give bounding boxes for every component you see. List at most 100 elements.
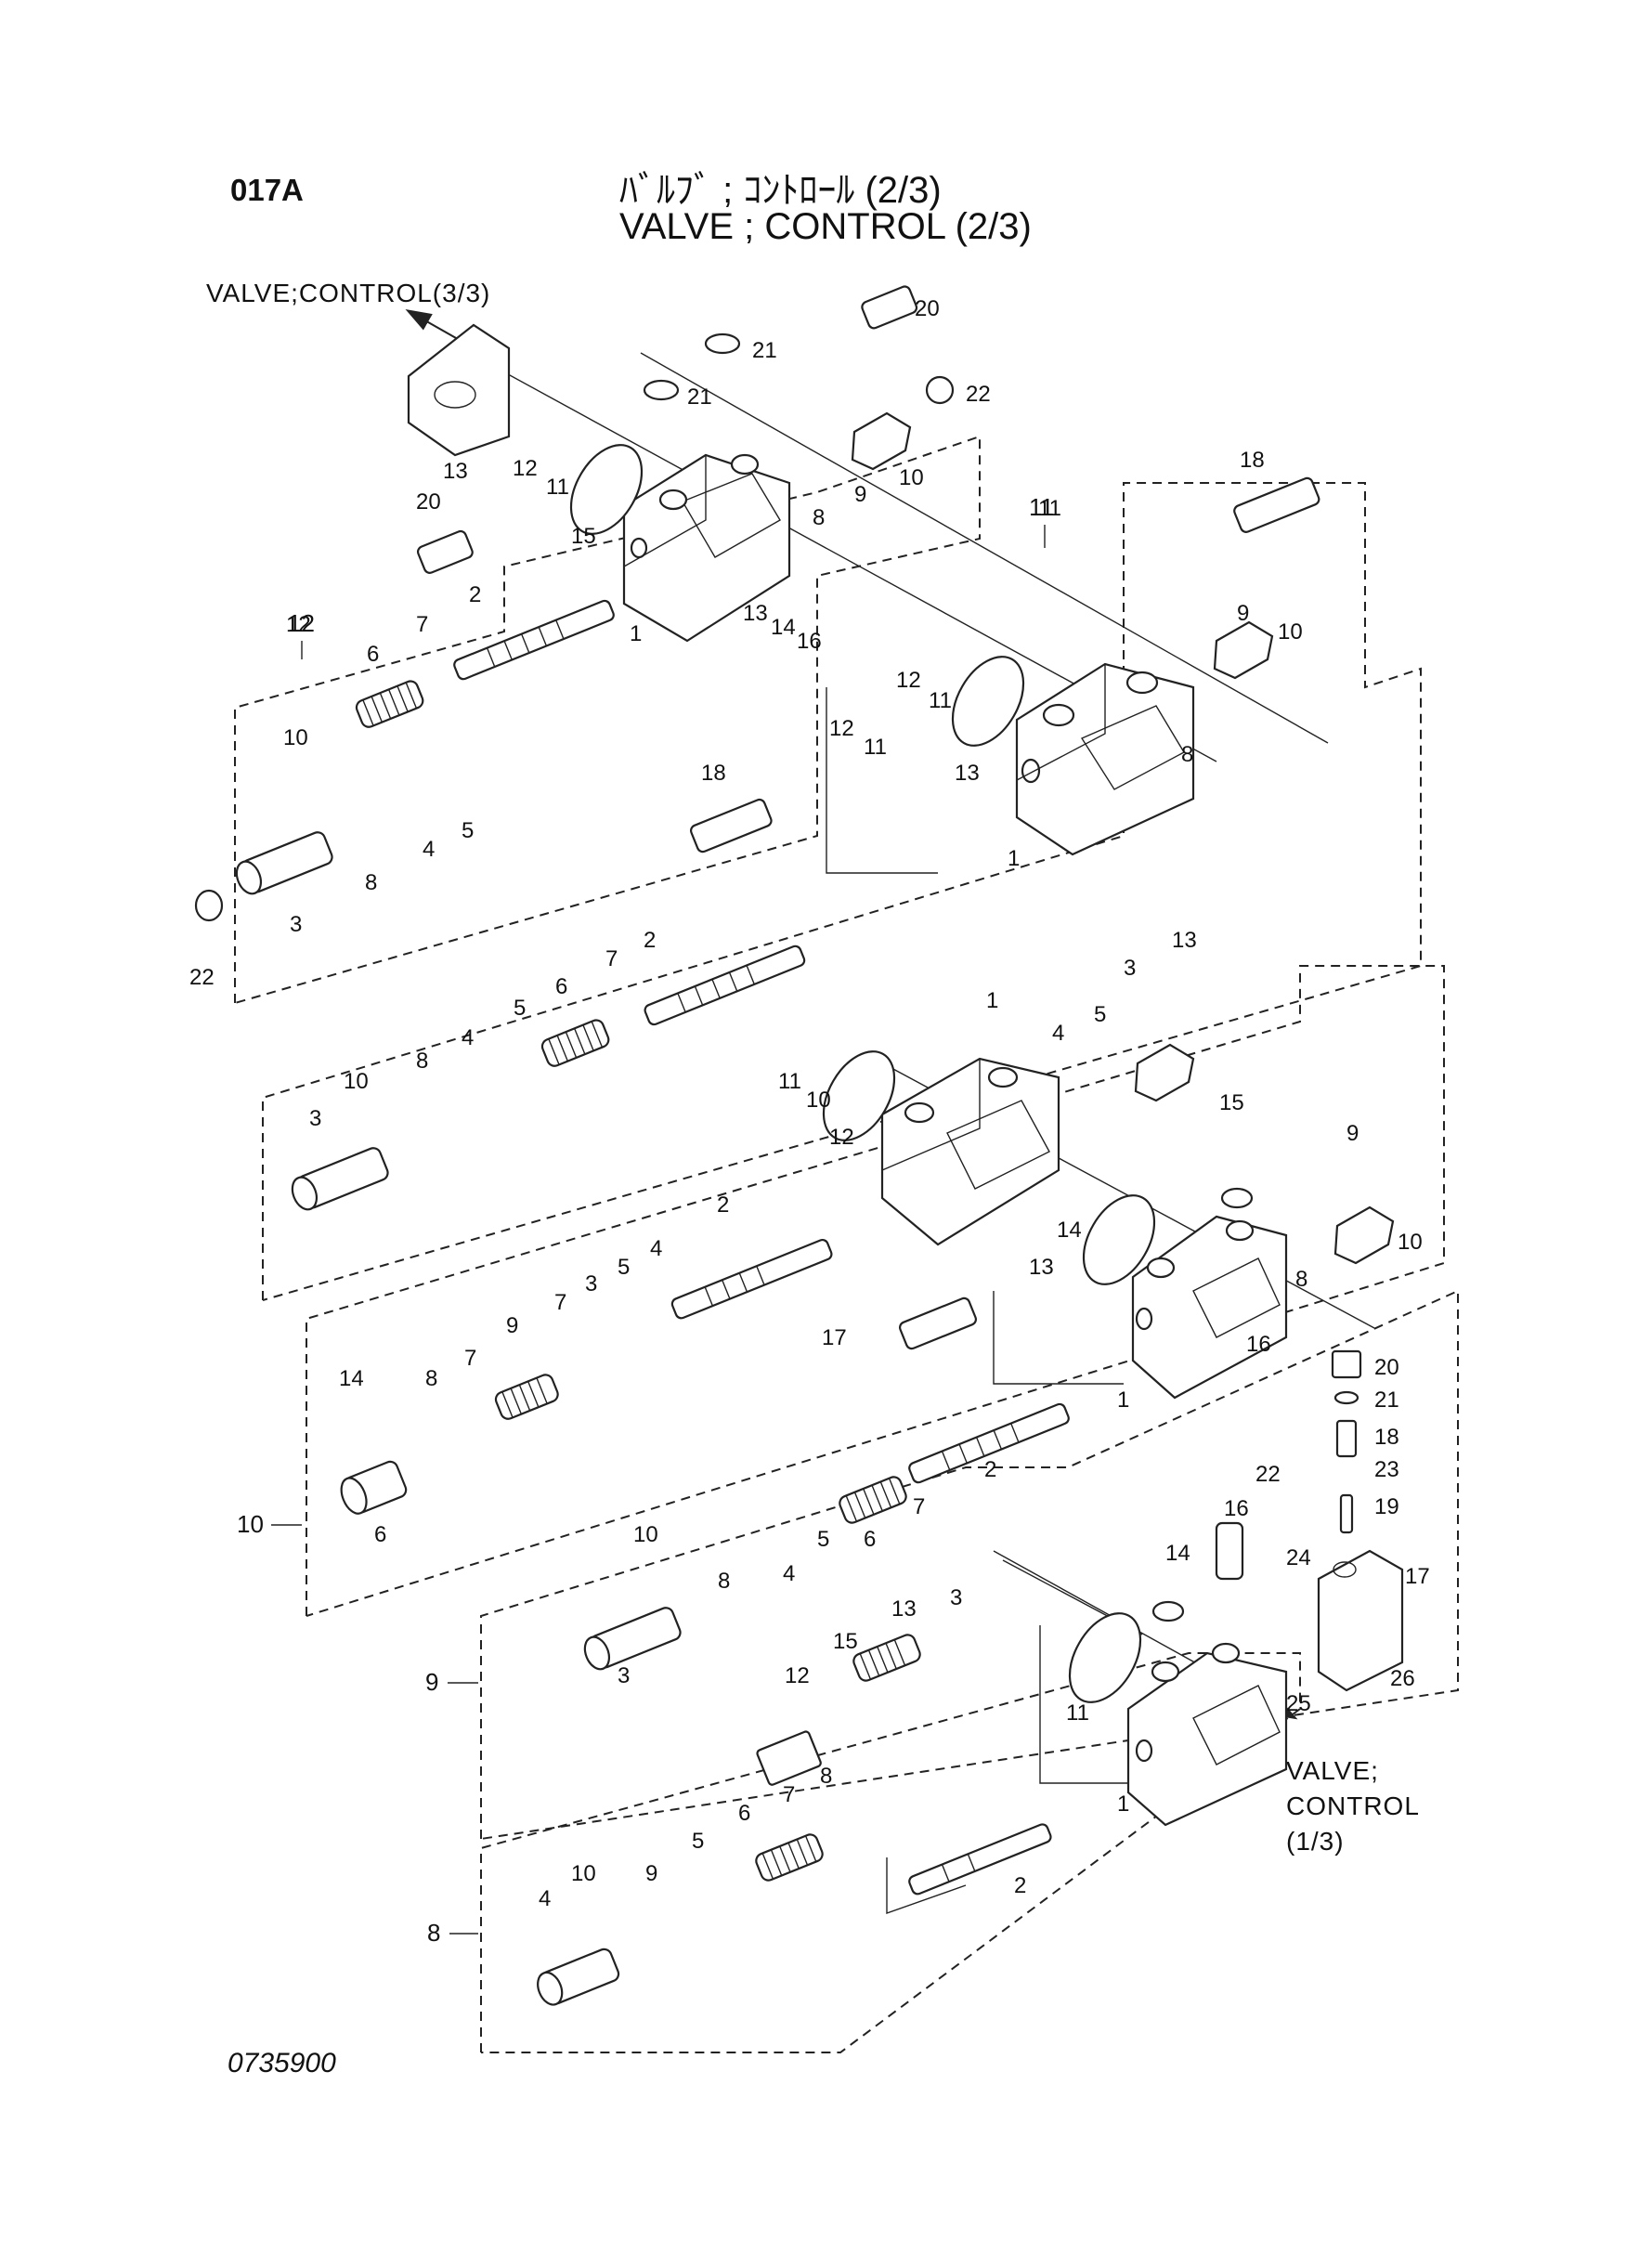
callout: 10 [1278,619,1303,645]
group-12-boundary [234,435,981,1004]
callout: 19 [1374,1494,1399,1519]
callout: 16 [1246,1332,1271,1357]
callout: 4 [539,1886,551,1911]
valve-body-mid-right [1131,1215,1288,1400]
callouts-group-8: 7 8 6 5 10 9 4 2 1 [539,1764,1129,1911]
callouts-top: 20 21 21 22 13 12 11 8 9 10 20 15 13 14 … [189,296,991,990]
callout: 8 [1181,742,1193,767]
poppet-18-right [1335,1419,1358,1458]
plug-21-b [643,379,680,401]
callout: 16 [1224,1496,1249,1521]
callout: 11 [1066,1700,1089,1726]
callout: 14 [771,615,796,640]
callout: 1 [630,621,642,646]
spools [453,599,1070,1896]
ring-21-right [1333,1390,1359,1405]
callout: 15 [833,1629,858,1654]
callout: 8 [820,1764,832,1789]
o-ring-middle [822,1050,896,1141]
callout: 22 [189,965,215,990]
callout: 26 [1390,1666,1415,1691]
callout: 17 [1405,1564,1430,1589]
callouts-group-9: 20 21 18 23 22 19 2 7 6 5 4 8 10 3 16 14… [618,1355,1430,1726]
callout: 12 [829,1125,854,1150]
callout: 8 [1295,1267,1307,1292]
callout: 9 [1346,1121,1359,1146]
callout: 4 [423,837,435,862]
valve-body-middle [880,1057,1060,1246]
callout: 10 [806,1088,831,1113]
drawing-number: 0735900 [228,2048,336,2078]
spool-group-11 [644,945,806,1026]
valve-body-upper-right [1015,662,1195,856]
callout: 14 [339,1366,364,1391]
callout: 3 [290,912,302,937]
plug-22-left [194,889,224,922]
cross-reference-bottom: VALVE; CONTROL (1/3) [1286,1753,1420,1859]
cross-reference-bottom-line3: (1/3) [1286,1827,1345,1856]
group-9-boundary [480,1289,1459,1840]
spool-group-8 [908,1823,1052,1896]
callout: 12 [896,668,921,693]
spring-group-8 [755,1833,824,1882]
cap-group-8 [537,1948,620,2006]
callout: 12 [286,612,311,637]
cap-group-11 [291,1147,389,1211]
valve-body-top [622,453,791,643]
group-label-10: 10 [237,1510,264,1538]
callout: 18 [1374,1425,1399,1450]
sensor-18-upper [1233,476,1320,533]
bracket-1 [826,687,938,874]
callout: 3 [1124,956,1136,981]
callout: 7 [416,612,428,637]
callout: 5 [618,1255,630,1280]
group-label-8: 8 [427,1919,440,1947]
plate-3-mid [1134,1043,1195,1102]
o-ring-mid-right [1082,1194,1156,1285]
o-ring-upper-right [951,656,1025,747]
callout: 10 [571,1861,596,1886]
plug-16-bottom [1215,1521,1244,1581]
callout: 2 [1014,1873,1026,1898]
callout: 4 [1052,1021,1064,1046]
sensor-18-lower [690,798,773,853]
spring-group-10 [494,1374,559,1420]
callout: 8 [365,870,377,895]
cross-reference-top: VALVE;CONTROL(3/3) [206,279,491,307]
o-ring-bottom [1068,1612,1142,1703]
group-number-labels: 12 11 10 9 8 [237,493,1054,1947]
callout: 8 [718,1569,730,1594]
callout: 11 [778,1069,801,1094]
callout: 5 [514,996,526,1021]
cross-reference-bottom-line2: CONTROL [1286,1791,1420,1820]
callout: 4 [783,1561,795,1586]
callout: 5 [462,818,474,843]
callout: 5 [817,1527,829,1552]
relief-valve-17 [899,1296,977,1350]
callout: 12 [829,716,854,741]
callout: 1 [1117,1388,1129,1413]
flange-9-mid [1333,1205,1395,1265]
callout: 23 [1374,1457,1399,1482]
callout: 13 [891,1596,917,1622]
plug-12-group-9 [756,1730,822,1786]
spring-13-group-9 [852,1634,921,1682]
callout: 7 [554,1290,566,1315]
callout: 3 [618,1663,630,1688]
callout: 11 [929,688,952,713]
callout: 25 [1286,1691,1311,1716]
cap-group-12 [235,831,333,895]
callout: 22 [1255,1462,1281,1487]
callout: 22 [966,382,991,407]
bracket-3 [1039,1625,1138,1784]
callout: 5 [1094,1002,1106,1027]
callouts-group-11: 11 18 12 11 12 11 9 10 13 8 18 1 2 7 6 5… [309,448,1303,1131]
port-plug-20-left [416,529,474,574]
callout: 9 [645,1861,657,1886]
callouts-mid: 13 3 1 4 5 11 10 12 15 9 14 13 10 8 16 1… [339,928,1423,1547]
group-11-boundary [262,482,1422,1301]
spool-group-10 [670,1238,833,1320]
pin-19-right [1339,1493,1354,1534]
callout: 15 [571,524,596,549]
